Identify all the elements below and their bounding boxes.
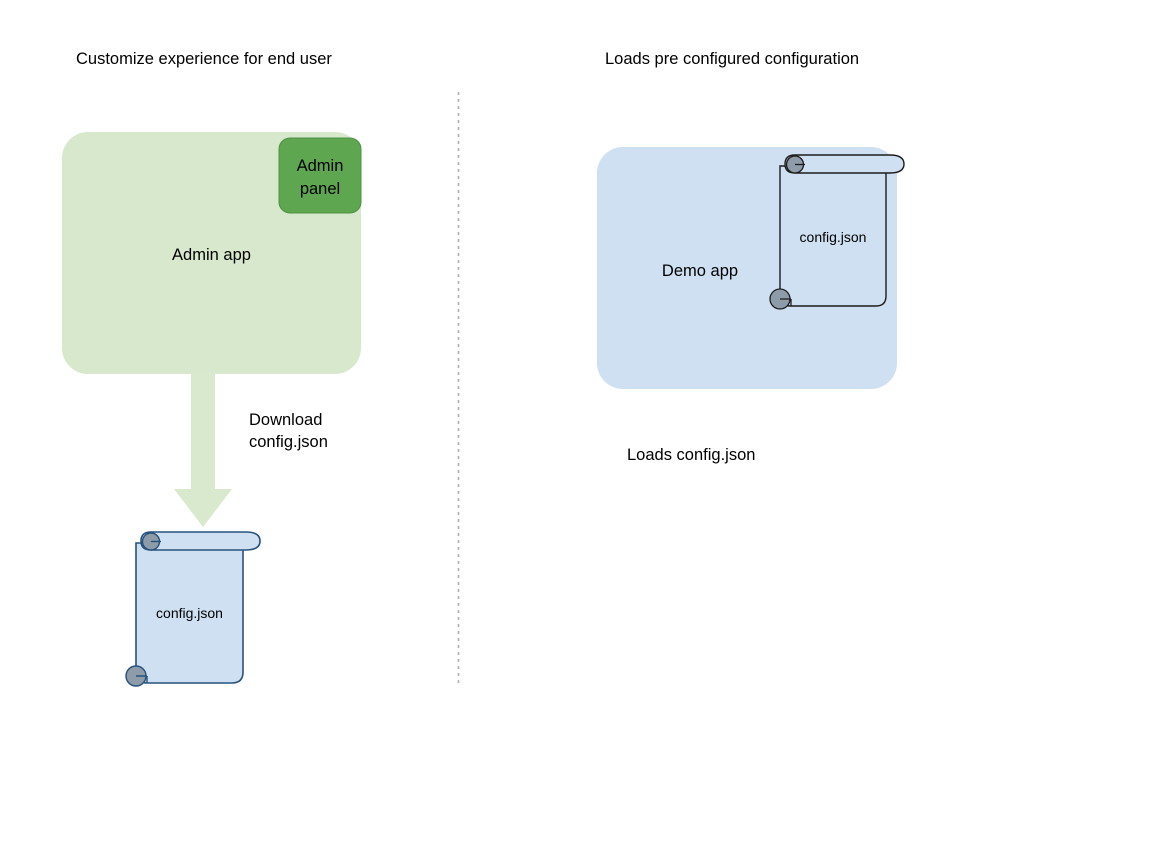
demo-app-label: Demo app (661, 262, 739, 280)
loads-config-caption: Loads config.json (627, 446, 756, 464)
admin-panel-label-line1: Admin (296, 157, 344, 175)
admin-app-label: Admin app (172, 246, 251, 264)
left-document-bottom-roll-notch (136, 675, 148, 683)
right-column-title: Loads pre configured configuration (605, 50, 860, 68)
download-arrow-label-line2: config.json (249, 433, 328, 451)
admin-panel-label-line2: panel (299, 180, 341, 198)
right-document-label: config.json (799, 229, 867, 245)
right-document-top-roll (784, 154, 905, 174)
left-document-label: config.json (156, 605, 223, 621)
left-column-title: Customize experience for end user (76, 50, 332, 68)
admin-panel-box[interactable] (278, 137, 362, 214)
right-document-bottom-roll-notch (780, 298, 792, 306)
download-arrow (174, 372, 232, 527)
download-arrow-label-line1: Download (249, 411, 323, 429)
left-document-top-roll (140, 531, 261, 551)
